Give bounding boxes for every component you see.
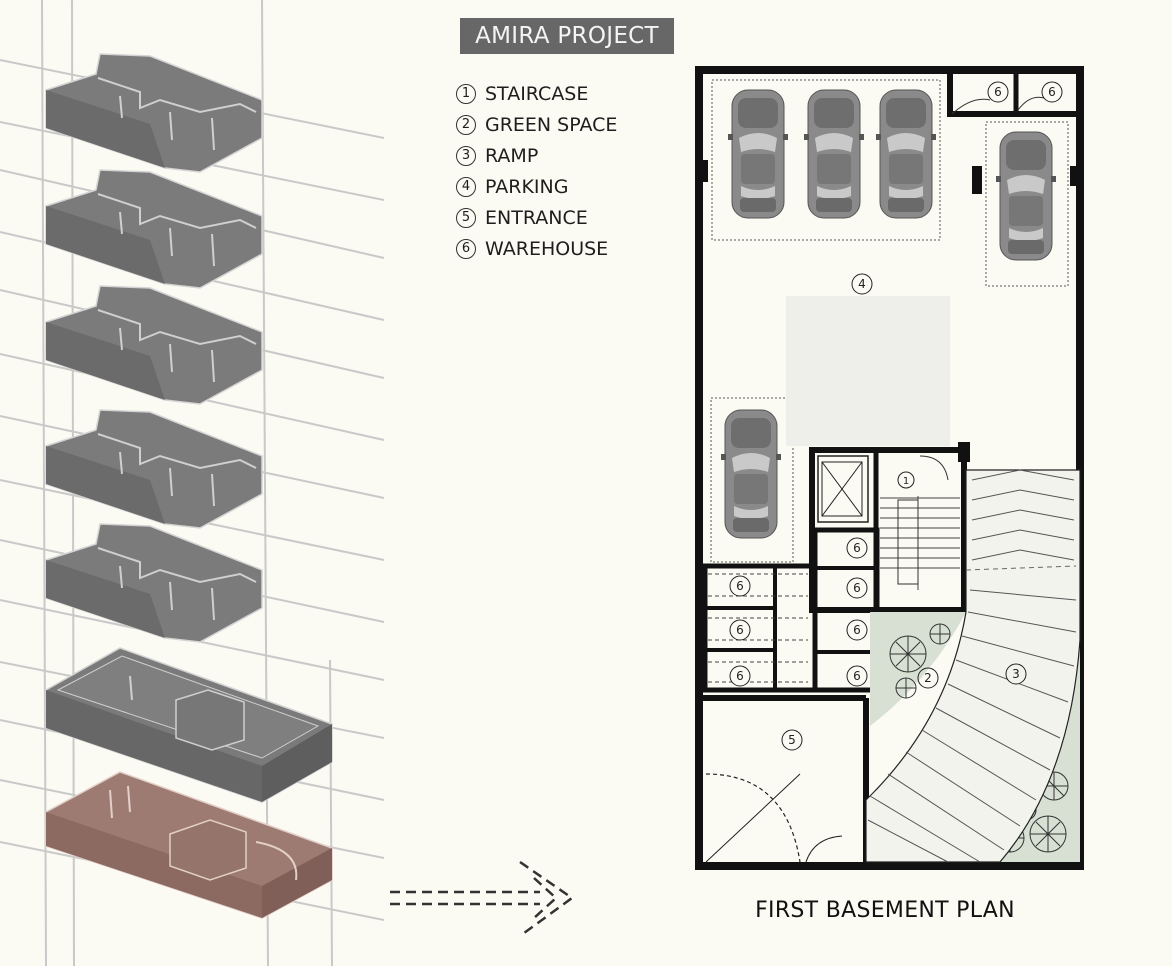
parking-label: 4 <box>858 277 866 291</box>
parked-car <box>875 89 937 219</box>
ground-floor-block <box>45 647 333 803</box>
entrance-label: 5 <box>788 733 796 747</box>
floor-2 <box>45 169 263 289</box>
first-basement-plan: 6 6 4 1 <box>695 66 1084 870</box>
parked-car <box>803 89 865 219</box>
parked-car <box>727 89 789 219</box>
ramp-label: 3 <box>1012 667 1020 681</box>
legend-item-parking: 4 PARKING <box>456 171 696 202</box>
legend-number: 1 <box>456 83 476 104</box>
plan-caption: FIRST BASEMENT PLAN <box>755 898 1015 923</box>
legend-number: 2 <box>456 114 476 135</box>
legend-label: WAREHOUSE <box>485 237 609 260</box>
project-title: AMIRA PROJECT <box>460 18 674 54</box>
legend-number: 4 <box>456 176 476 197</box>
staircase-label: 1 <box>903 476 909 487</box>
legend-label: PARKING <box>485 175 569 198</box>
warehouse-label: 6 <box>736 669 744 683</box>
legend: 1 STAIRCASE 2 GREEN SPACE 3 RAMP 4 PARKING 5… <box>456 78 696 264</box>
legend-number: 6 <box>456 238 476 259</box>
floor-4 <box>45 409 263 529</box>
legend-item-green-space: 2 GREEN SPACE <box>456 109 696 140</box>
first-basement-block <box>45 771 333 919</box>
legend-label: RAMP <box>485 144 539 167</box>
parked-car <box>720 409 782 539</box>
warehouse-label: 6 <box>1048 85 1056 99</box>
warehouse-label: 6 <box>853 581 861 595</box>
legend-label: GREEN SPACE <box>485 113 618 136</box>
legend-item-staircase: 1 STAIRCASE <box>456 78 696 109</box>
legend-number: 3 <box>456 145 476 166</box>
legend-label: ENTRANCE <box>485 206 588 229</box>
legend-number: 5 <box>456 207 476 228</box>
warehouse-label: 6 <box>853 541 861 555</box>
warehouse-label: 6 <box>853 669 861 683</box>
parked-car <box>995 131 1057 261</box>
warehouse-label: 6 <box>736 623 744 637</box>
warehouse-label: 6 <box>853 623 861 637</box>
legend-item-warehouse: 6 WAREHOUSE <box>456 233 696 264</box>
legend-label: STAIRCASE <box>485 82 589 105</box>
warehouse-label: 6 <box>994 85 1002 99</box>
floor-3 <box>45 285 263 405</box>
dashed-arrow-icon <box>390 860 575 938</box>
warehouse-label: 6 <box>736 579 744 593</box>
legend-item-ramp: 3 RAMP <box>456 140 696 171</box>
floor-1 <box>45 53 263 173</box>
legend-item-entrance: 5 ENTRANCE <box>456 202 696 233</box>
green-space-label: 2 <box>924 671 932 685</box>
floor-5 <box>45 523 263 643</box>
